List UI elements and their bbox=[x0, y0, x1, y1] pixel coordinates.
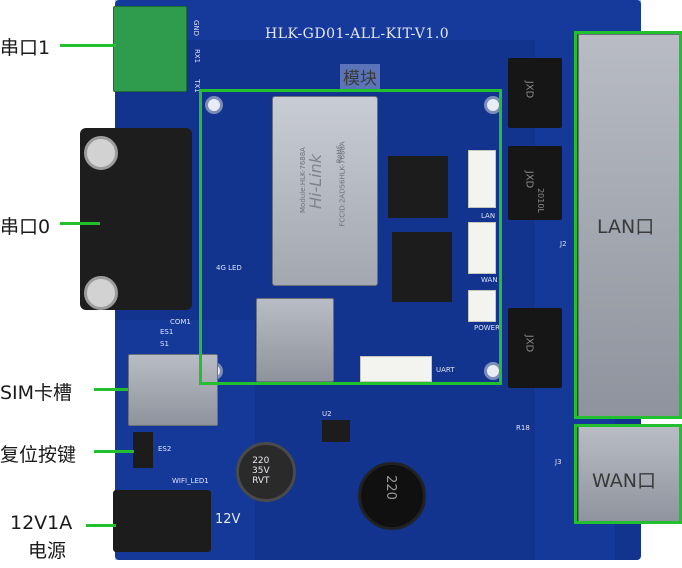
wan-highlight-box bbox=[574, 424, 682, 524]
silk-r18: R18 bbox=[516, 424, 530, 432]
jxd-code: 2010L bbox=[535, 188, 545, 213]
magnetics-jxd-2 bbox=[508, 146, 562, 220]
silk-gnd: GND bbox=[192, 19, 201, 37]
pcb-trace-top bbox=[115, 0, 641, 40]
ethernet-transformer bbox=[392, 232, 452, 302]
reset-callout: 复位按键 bbox=[0, 444, 77, 466]
module-highlight-box bbox=[199, 89, 502, 385]
silk-u2: U2 bbox=[322, 410, 332, 418]
board-title: HLK-GD01-ALL-KIT-V1.0 bbox=[265, 26, 450, 42]
jst-connector-lan bbox=[468, 150, 496, 208]
dc-power-jack bbox=[113, 490, 211, 552]
jst-connector-power bbox=[468, 290, 496, 322]
magnetics-jxd-1 bbox=[508, 58, 562, 128]
reset-pointer bbox=[94, 450, 134, 453]
silk-lan: LAN bbox=[481, 212, 496, 220]
power-ic bbox=[322, 420, 350, 442]
silk-power: POWER bbox=[474, 324, 500, 332]
lan-highlight-box bbox=[574, 31, 682, 419]
wifi-module-shield bbox=[272, 96, 378, 286]
sim-callout: SIM卡槽 bbox=[0, 382, 73, 404]
silk-s1: S1 bbox=[160, 340, 169, 348]
silk-j3: J3 bbox=[555, 458, 562, 466]
power-inductor bbox=[358, 462, 426, 530]
electrolytic-capacitor bbox=[236, 442, 296, 502]
uart1-pointer bbox=[60, 44, 116, 47]
mounting-hole bbox=[205, 96, 223, 114]
silk-es1: ES1 bbox=[160, 328, 174, 336]
inductor-label: 220 bbox=[382, 475, 398, 500]
magnetics-jxd-3 bbox=[508, 308, 562, 388]
uart1-callout: 串口1 bbox=[0, 37, 51, 59]
internal-sim-slot bbox=[256, 298, 334, 382]
silk-com1: COM1 bbox=[170, 318, 191, 326]
module-callout: 模块 bbox=[340, 64, 380, 89]
jxd-label-2: JXD bbox=[523, 170, 535, 189]
silk-j2: J2 bbox=[560, 240, 567, 248]
power-callout-line1: 12V1A bbox=[10, 512, 73, 534]
uart1-terminal-block bbox=[113, 6, 187, 92]
db9-screw bbox=[84, 136, 118, 170]
uart0-callout: 串口0 bbox=[0, 216, 51, 238]
cap-value-1: 220 bbox=[252, 456, 270, 466]
uart0-pointer bbox=[60, 222, 100, 225]
silk-4g-led: 4G LED bbox=[216, 264, 242, 272]
cap-value-3: RVT bbox=[252, 476, 270, 486]
jxd-label-1: JXD bbox=[523, 80, 535, 99]
silk-12v: 12V bbox=[215, 512, 241, 527]
sim-pointer bbox=[94, 388, 128, 391]
silk-uart: UART bbox=[436, 366, 455, 374]
lan-callout: LAN口 bbox=[597, 216, 655, 238]
reset-button-part bbox=[133, 432, 153, 468]
wan-callout: WAN口 bbox=[592, 470, 656, 492]
ethernet-transformer bbox=[388, 156, 448, 218]
lan-rj45-jacks bbox=[578, 34, 680, 418]
silk-wifi-led: WIFI_LED1 bbox=[172, 477, 209, 485]
silk-es2: ES2 bbox=[158, 445, 172, 453]
db9-screw bbox=[84, 276, 118, 310]
cap-value-2: 35V bbox=[252, 466, 270, 476]
jxd-label-3: JXD bbox=[523, 334, 535, 353]
sim-slot-external bbox=[128, 354, 218, 426]
jst-connector-wan bbox=[468, 222, 496, 274]
jst-connector-uart bbox=[360, 356, 432, 382]
power-pointer bbox=[86, 524, 116, 527]
silk-wan: WAN bbox=[481, 276, 498, 284]
power-callout-line2: 电源 bbox=[28, 540, 67, 562]
silk-rx1: RX1 bbox=[193, 48, 202, 64]
